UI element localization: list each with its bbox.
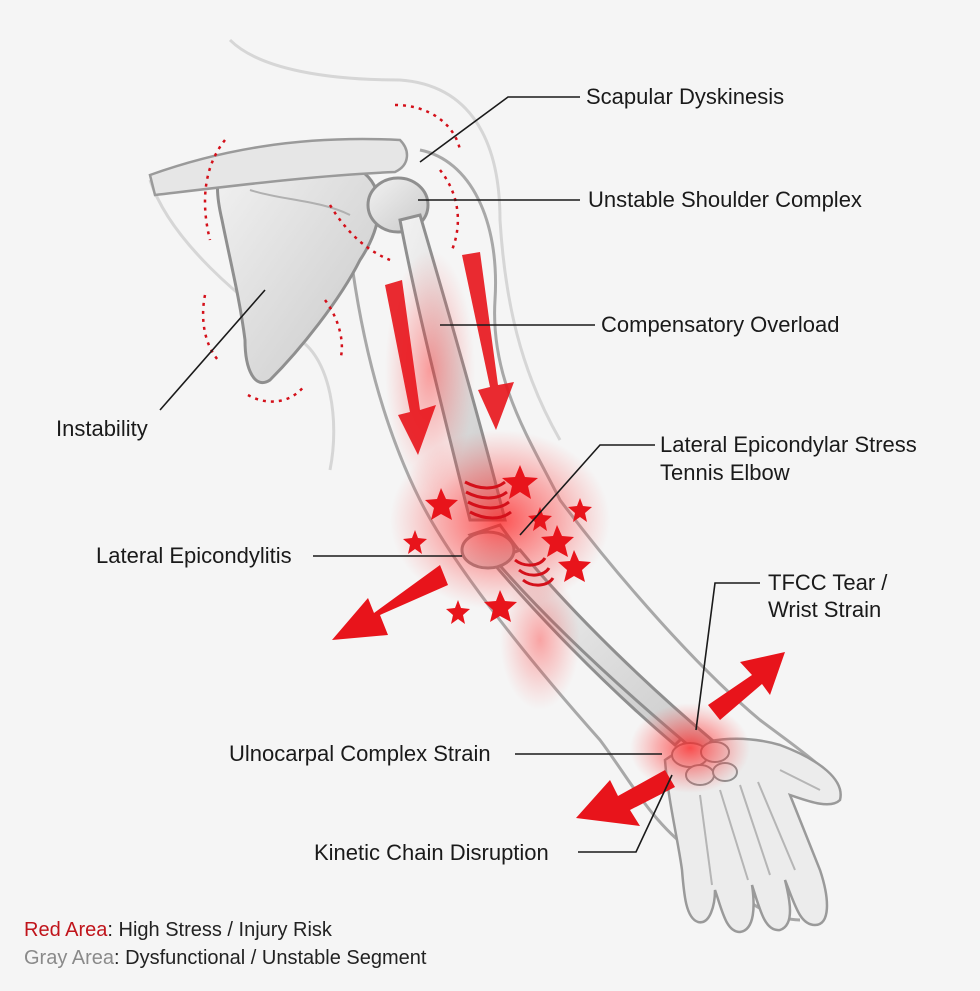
legend-red: Red Area: High Stress / Injury Risk [24,918,332,942]
label-tfcc-tear: TFCC Tear / [768,570,888,595]
legend-gray: Gray Area: Dysfunctional / Unstable Segm… [24,946,426,970]
scapula [148,137,409,384]
leader-epicondylar [519,444,655,536]
arrow-wrist-down-left [576,770,675,826]
label-lateral-epicondylitis: Lateral Epicondylitis [96,543,292,568]
legend-red-desc: : High Stress / Injury Risk [107,919,332,941]
label-unstable-shoulder: Unstable Shoulder Complex [588,187,862,212]
label-tennis-elbow: Tennis Elbow [660,460,790,485]
label-scapular-dyskinesis: Scapular Dyskinesis [586,84,785,109]
force-arrows [332,252,785,826]
legend-red-key: Red Area [24,919,108,941]
label-kinetic-chain: Kinetic Chain Disruption [314,840,549,865]
arrow-down-left-upper [385,280,436,455]
arrow-wrist-up-right [708,652,785,720]
leader-scapular [419,96,580,163]
instability-arcs [201,103,462,403]
legend-gray-key: Gray Area [24,947,115,969]
label-wrist-strain: Wrist Strain [768,597,882,622]
arrow-down-right-upper [462,252,514,430]
label-instability: Instability [56,416,148,441]
leader-instability [159,289,266,411]
label-lateral-epicondylar-stress: Lateral Epicondylar Stress [660,432,917,457]
arrow-elbow-outward [332,565,448,640]
elbow-stress-coils [464,480,555,587]
leader-kinetic [578,774,673,853]
stress-stars [403,465,592,624]
leader-lines [159,96,760,853]
label-compensatory-overload: Compensatory Overload [601,312,840,337]
legend-gray-desc: : Dysfunctional / Unstable Segment [114,947,427,969]
label-ulnocarpal: Ulnocarpal Complex Strain [229,741,491,766]
leader-tfcc [695,582,760,731]
